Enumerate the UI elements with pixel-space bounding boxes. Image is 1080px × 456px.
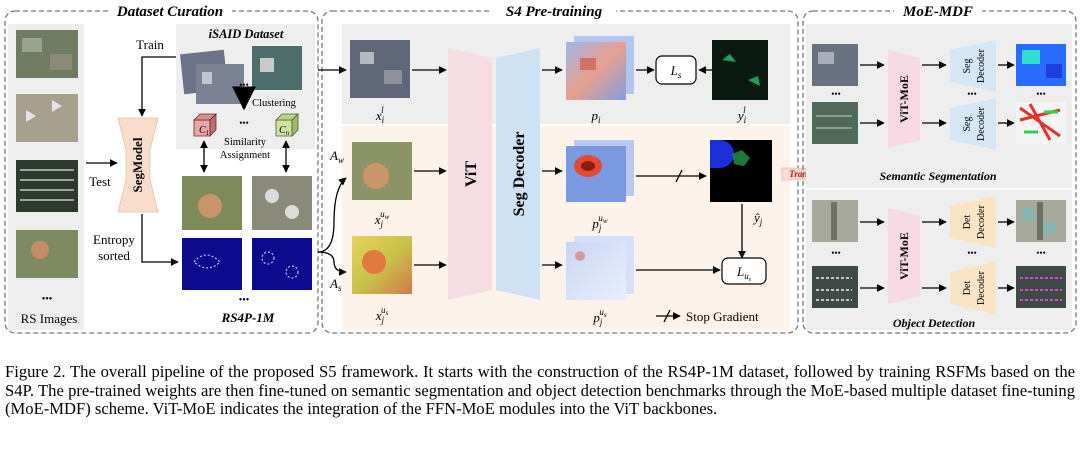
det-dec-ellipsis: ••• [967,248,976,258]
p-weak: pjuw [591,213,608,233]
similarity-label-2: Assignment [220,150,270,161]
det-ellipsis-in: ••• [831,248,840,258]
loss-u-box [721,257,767,285]
vit-block [448,48,492,300]
p-strong: pjus [592,307,607,327]
segmodel-block [117,117,159,213]
det-out-ellipsis: ••• [1036,248,1045,258]
seg-vit-moe-block [888,50,920,148]
vit-label: ViT [463,161,480,187]
segmodel-label: SegModel [130,137,145,192]
pretrain-title: S4 Pre-training [506,4,603,20]
loss-s-box [655,55,697,85]
seg-vit-moe-label: ViT-MoE [897,75,911,123]
entropy-label-2: sorted [98,248,130,263]
figure-caption: Figure 2. The overall pipeline of the pr… [5,362,1075,418]
seg-dec-1-l2: Decoder [976,48,987,83]
pred-labeled [566,42,626,100]
cn-label: Cn [279,125,290,137]
loss-u: Lus [736,264,752,283]
rs-images-label: RS Images [21,311,78,326]
y-hat: ŷj [752,210,763,227]
det-dec-2-l2: Decoder [976,270,987,305]
isaid-title: iSAID Dataset [209,27,284,41]
seg-dec-1-l1: Seg [962,59,973,74]
pred-strong [566,242,626,300]
cluster-cube-c1 [193,113,217,137]
rs4p-mask-1 [182,238,242,290]
c1-label: C1 [199,125,209,137]
seg-decoder-block [496,48,540,300]
rs4p-mask-2 [252,238,312,290]
seg-decoder-1 [950,40,996,92]
test-label: Test [89,174,111,189]
det-vit-moe-block [888,208,920,304]
x-labeled: xil [375,105,385,125]
rs4p-image-2 [252,176,312,230]
seg-ellipsis-in: ••• [831,89,840,99]
moe-title: MoE-MDF [902,4,973,20]
rs4p-title: RS4P-1M [221,310,275,325]
curation-title: Dataset Curation [116,4,223,20]
loss-s: Ls [670,63,682,80]
det-output-2 [1016,266,1066,308]
p-i: pi [590,108,601,125]
isaid-ellipsis: ••• [239,80,248,90]
det-vit-moe-label: ViT-MoE [897,232,911,280]
entropy-label-1: Entropy [93,232,135,247]
rs-ellipsis: ••• [42,294,53,305]
det-dec-2-l1: Det [962,281,973,296]
ellipsis-cubes: ••• [239,118,248,128]
labeled-image [350,40,410,98]
object-detection-label: Object Detection [893,316,976,330]
det-decoder-1 [950,196,996,248]
clustering-label: Clustering [252,98,296,109]
y-labeled: yil [736,105,747,125]
label-mask [712,40,768,100]
det-dec-1-l2: Decoder [976,204,987,239]
seg-dec-2-l2: Decoder [976,106,987,141]
semantic-segmentation-label: Semantic Segmentation [879,169,996,183]
aug-strong: As [329,276,342,293]
seg-dec-2-l1: Seg [962,117,973,132]
pipeline-figure: Dataset Curation ••• RS Images SegModel … [4,3,1077,334]
rs-image-2 [16,94,78,142]
isaid-image-3 [252,46,302,90]
seg-out-ellipsis: ••• [1036,89,1045,99]
seg-decoder-2 [950,98,996,150]
seg-input-2 [812,102,858,144]
x-weak: xjuw [374,209,390,229]
cluster-cube-cn [275,113,299,137]
moe-panel [802,10,1077,334]
seg-decoder-label: Seg Decoder [511,132,528,217]
train-label: Train [136,37,164,52]
rs4p-ellipsis: ••• [239,295,250,306]
similarity-label-1: Similarity [224,137,267,148]
det-input-2 [812,266,858,308]
det-dec-1-l1: Det [962,215,973,230]
seg-dec-ellipsis: ••• [967,89,976,99]
rs-image-3 [16,160,78,212]
det-decoder-2 [950,262,996,314]
aug-weak: Aw [329,148,344,165]
stop-gradient-label: Stop Gradient [686,309,759,324]
seg-input-1 [812,44,858,86]
x-strong: xjus [375,305,389,325]
